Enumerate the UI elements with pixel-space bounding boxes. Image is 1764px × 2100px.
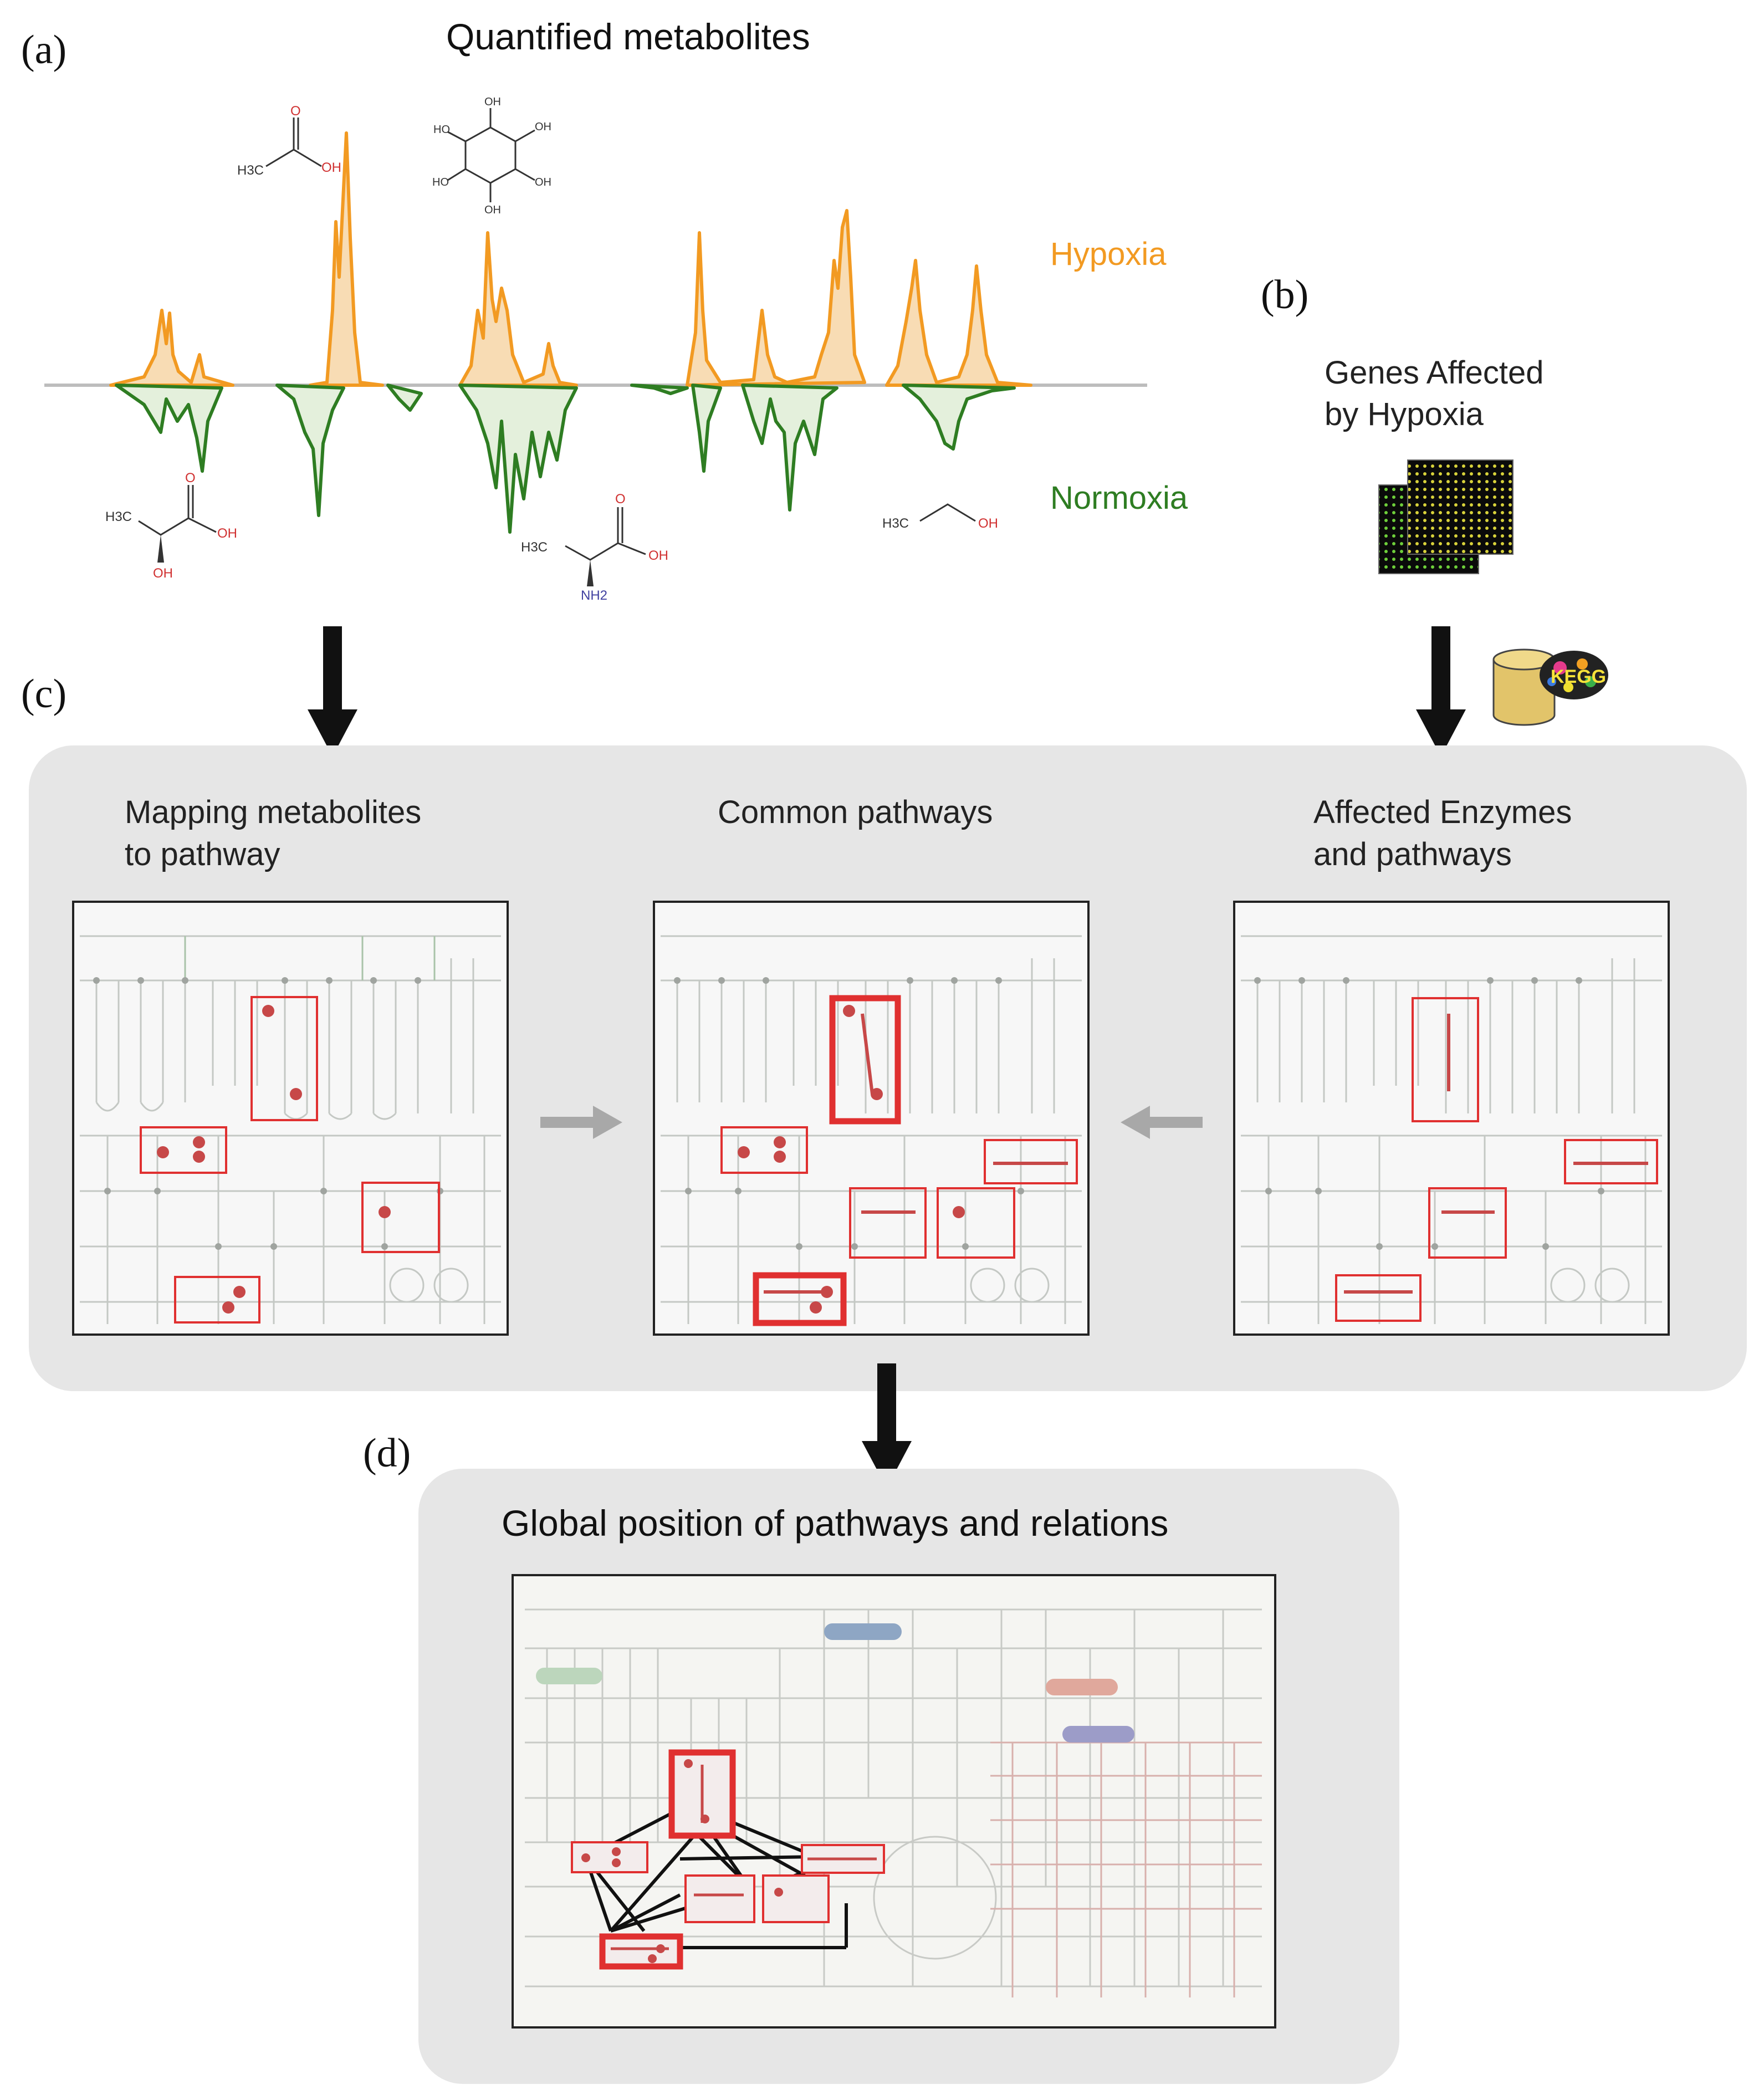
spectrum-plot: [44, 131, 1147, 534]
map3-title-line2: and pathways: [1313, 836, 1512, 872]
alanine-oh: OH: [648, 548, 668, 563]
microarray-chips-icon: [1378, 459, 1514, 574]
ethanol-oh: OH: [978, 516, 998, 531]
kegg-database-icon: KEGG: [1492, 648, 1608, 726]
ethanol-h3c: H3C: [882, 516, 909, 531]
lactic-h3c: H3C: [105, 509, 132, 524]
lactic-acid-structure: O H3C OH OH: [105, 471, 237, 581]
map1-title-line2: to pathway: [125, 836, 280, 872]
alanine-h3c: H3C: [521, 540, 548, 555]
panel-d-title: Global position of pathways and relation…: [502, 1503, 1169, 1544]
normoxia-label: Normoxia: [1050, 480, 1188, 516]
lipid-metabolism-badge: [536, 1668, 602, 1684]
panel-d-letter: (d): [363, 1430, 411, 1476]
acetic-oh: OH: [321, 160, 341, 175]
inositol-oh-3: OH: [535, 176, 551, 188]
panel-a-letter: (a): [21, 27, 67, 73]
acetic-h3c: H3C: [237, 163, 264, 178]
arrow-c-to-d: [862, 1363, 912, 1488]
ethanol-structure: H3C OH: [882, 503, 998, 531]
arrow-map3-to-map2: [1121, 1106, 1203, 1139]
alanine-nh2: NH2: [581, 588, 607, 603]
map3-title-line1: Affected Enzymes: [1313, 794, 1572, 830]
pathway-map-enzymes: [1233, 901, 1670, 1336]
global-pathway-map: [512, 1574, 1276, 2029]
pathway-map-enzymes-graphic: [1241, 935, 1662, 1324]
lactic-oh: OH: [153, 566, 173, 581]
pathway-map-common-graphic: [661, 935, 1082, 1326]
panel-b-title-line1: Genes Affected: [1325, 355, 1544, 391]
inositol-oh-2: OH: [535, 121, 551, 133]
pathway-map-common: [653, 901, 1090, 1336]
inositol-oh-4: OH: [484, 204, 501, 216]
panel-c-letter: (c): [21, 671, 67, 717]
map2-title: Common pathways: [718, 794, 993, 830]
pathway-map-metabolites: [72, 901, 509, 1336]
acetic-o: O: [290, 104, 301, 119]
arrow-b-to-c: [1416, 626, 1466, 757]
panel-b-letter: (b): [1261, 272, 1309, 318]
inositol-ho-1: HO: [433, 124, 450, 136]
hypoxia-label: Hypoxia: [1050, 236, 1167, 272]
hypoxia-trace: [109, 131, 1032, 387]
alanine-o: O: [615, 492, 626, 507]
panel-a-title: Quantified metabolites: [446, 16, 810, 57]
carbohydrate-metabolism-badge: [824, 1623, 902, 1640]
map1-title-line1: Mapping metabolites: [125, 794, 422, 830]
kegg-logo-text: KEGG: [1551, 666, 1606, 687]
pathway-map-metabolites-graphic: [80, 935, 501, 1324]
lactic-oh-acid: OH: [217, 526, 237, 541]
amino-acid-metabolism-badge: [1046, 1679, 1118, 1695]
normoxia-trace: [115, 384, 1016, 534]
inositol-ho-2: HO: [432, 176, 449, 188]
panel-b-title-line2: by Hypoxia: [1325, 396, 1484, 432]
lactic-o: O: [185, 471, 196, 486]
energy-metabolism-badge: [1062, 1726, 1134, 1743]
arrow-map1-to-map2: [540, 1106, 622, 1139]
inositol-structure: OH HO OH HO OH OH: [432, 96, 551, 216]
arrow-a-to-c: [308, 626, 357, 757]
acetic-acid-structure: O H3C OH: [237, 104, 341, 178]
inositol-oh-1: OH: [484, 96, 501, 108]
alanine-structure: O H3C OH NH2: [521, 492, 668, 603]
global-pathway-map-graphic: [525, 1608, 1262, 1997]
